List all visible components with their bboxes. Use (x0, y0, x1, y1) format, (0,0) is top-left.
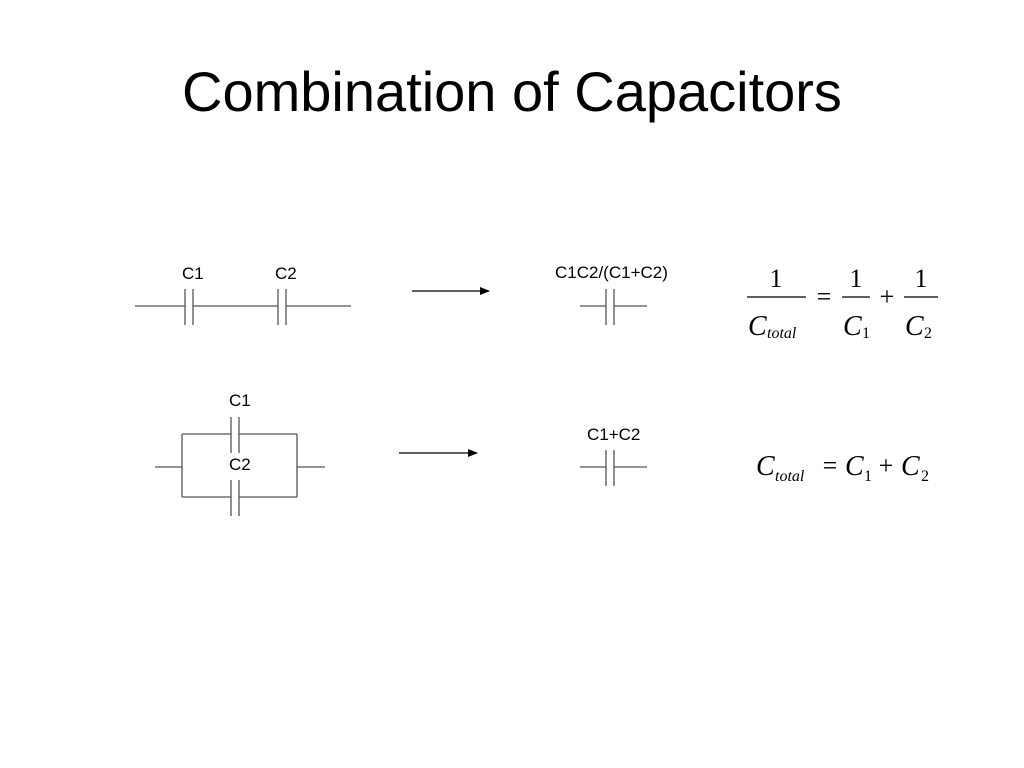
parallel-formula-term1: C (845, 451, 864, 482)
slide-title: Combination of Capacitors (182, 60, 842, 123)
parallel-equivalent: C1+C2 (580, 425, 647, 486)
parallel-formula-plus: + (879, 451, 894, 480)
parallel-c2-capacitor (182, 480, 297, 516)
parallel-formula-lhs-sub: total (775, 468, 805, 485)
parallel-c1-label: C1 (229, 391, 251, 410)
formula-numerator-right: 1 (915, 264, 928, 293)
formula-plus: + (880, 282, 895, 311)
parallel-circuit: C1 C2 (155, 391, 325, 516)
parallel-formula-lhs: C (756, 451, 775, 482)
series-circuit: C1 C2 (135, 264, 351, 325)
series-c2-capacitor (277, 289, 351, 325)
formula-equals: = (817, 282, 832, 311)
formula-denominator-left: C (748, 311, 767, 342)
parallel-formula: C total = C 1 + C 2 (756, 451, 929, 485)
parallel-equivalent-label: C1+C2 (587, 425, 640, 444)
formula-denominator-mid-sub: 1 (862, 325, 870, 342)
parallel-formula-term2-sub: 2 (921, 468, 929, 485)
parallel-formula-equals: = (823, 451, 838, 480)
formula-denominator-right: C (905, 311, 924, 342)
series-c1-label: C1 (182, 264, 204, 283)
formula-denominator-left-sub: total (767, 325, 797, 342)
series-equivalent-label: C1C2/(C1+C2) (555, 263, 668, 282)
series-equivalent: C1C2/(C1+C2) (555, 263, 668, 325)
series-c1-capacitor (135, 289, 194, 325)
parallel-c2-label: C2 (229, 455, 251, 474)
series-c2-label: C2 (275, 264, 297, 283)
parallel-formula-term2: C (901, 451, 920, 482)
series-formula: 1 C total = 1 C 1 + 1 C 2 (747, 264, 938, 342)
parallel-formula-term1-sub: 1 (864, 468, 872, 485)
formula-denominator-right-sub: 2 (924, 325, 932, 342)
formula-numerator-left: 1 (770, 264, 783, 293)
formula-denominator-mid: C (843, 311, 862, 342)
parallel-c1-capacitor (182, 417, 297, 453)
formula-numerator-mid: 1 (850, 264, 863, 293)
